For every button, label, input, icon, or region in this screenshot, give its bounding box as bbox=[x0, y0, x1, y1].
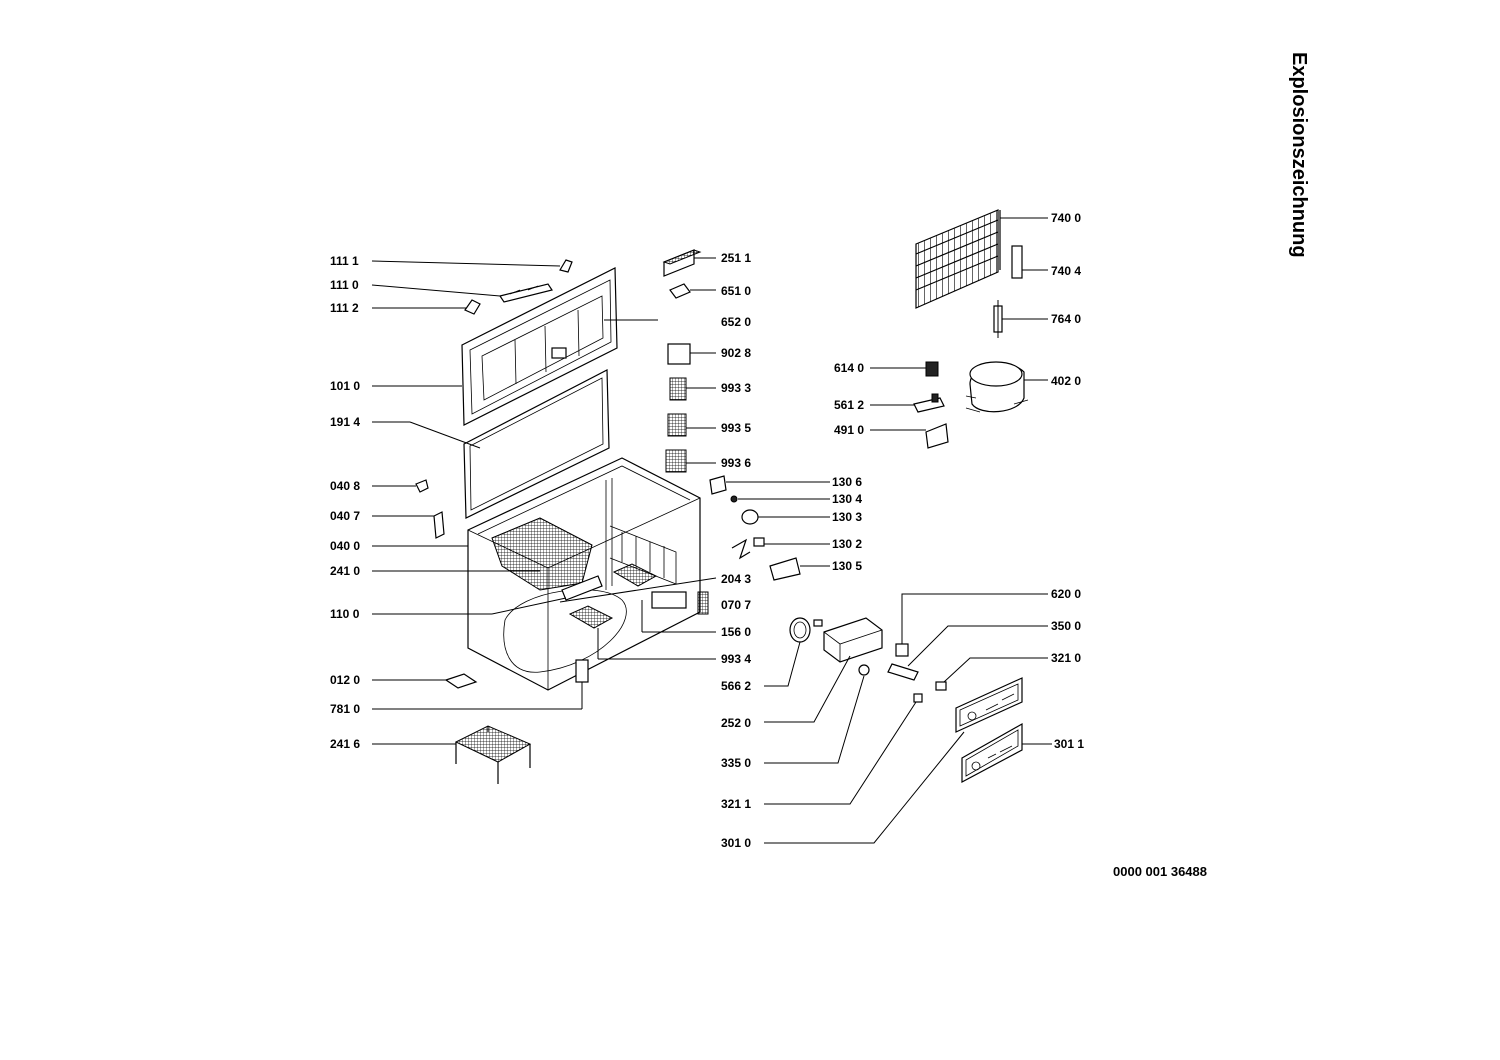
label-9933: 993 3 bbox=[721, 381, 751, 395]
label-7640: 764 0 bbox=[1051, 312, 1081, 326]
document-number: 0000 001 36488 bbox=[1113, 864, 1207, 879]
label-0400: 040 0 bbox=[330, 539, 360, 553]
part-7810 bbox=[372, 659, 589, 710]
lid-part-1010 bbox=[372, 267, 658, 426]
part-5612 bbox=[870, 393, 945, 413]
drier-part-7640 bbox=[993, 300, 1048, 338]
part-3211 bbox=[764, 693, 923, 805]
clip-part-0408 bbox=[372, 479, 429, 493]
part-number-labels: 111 1 111 0 111 2 101 0 191 4 040 8 040 … bbox=[330, 211, 1084, 850]
vent-part-0707 bbox=[651, 591, 709, 615]
hinge-bar-part-1110 bbox=[371, 283, 553, 303]
part-5662 bbox=[764, 617, 823, 687]
label-1305: 130 5 bbox=[832, 559, 862, 573]
label-2511: 251 1 bbox=[721, 251, 751, 265]
label-3011: 301 1 bbox=[1054, 737, 1084, 751]
part-1302 bbox=[731, 537, 830, 560]
part-9933 bbox=[669, 377, 716, 401]
gasket-part-1914 bbox=[372, 369, 610, 519]
label-1010: 101 0 bbox=[330, 379, 360, 393]
label-1111: 111 1 bbox=[330, 254, 359, 268]
drawing-title: Explosionszeichnung bbox=[1288, 52, 1310, 258]
label-0120: 012 0 bbox=[330, 673, 360, 687]
part-3210 bbox=[935, 657, 1048, 691]
label-5612: 561 2 bbox=[834, 398, 864, 412]
label-1100: 110 0 bbox=[330, 607, 360, 621]
label-2416: 241 6 bbox=[330, 737, 360, 751]
label-1560: 156 0 bbox=[721, 625, 751, 639]
part-1305 bbox=[769, 557, 830, 581]
label-9028: 902 8 bbox=[721, 346, 751, 360]
label-6200: 620 0 bbox=[1051, 587, 1081, 601]
label-3500: 350 0 bbox=[1051, 619, 1081, 633]
label-6520: 652 0 bbox=[721, 315, 751, 329]
part-9028 bbox=[667, 343, 716, 365]
label-2043: 204 3 bbox=[721, 572, 751, 586]
part-3500 bbox=[887, 625, 1048, 681]
part-2043 bbox=[559, 563, 717, 603]
part-6200 bbox=[895, 593, 1048, 657]
label-7400: 740 0 bbox=[1051, 211, 1081, 225]
label-7810: 781 0 bbox=[330, 702, 360, 716]
control-panel-part-3011 bbox=[961, 722, 1052, 783]
label-1110: 111 0 bbox=[330, 278, 359, 292]
part-1306 bbox=[709, 475, 830, 495]
part-9936 bbox=[665, 449, 716, 473]
label-0408: 040 8 bbox=[330, 479, 360, 493]
hinge-part-1111 bbox=[371, 259, 573, 273]
label-0407: 040 7 bbox=[330, 509, 360, 523]
part-1304 bbox=[730, 495, 830, 503]
label-1302: 130 2 bbox=[832, 537, 862, 551]
part-1100 bbox=[372, 575, 603, 615]
part-3350 bbox=[764, 664, 870, 764]
part-7404 bbox=[1011, 245, 1048, 279]
rack-part-2416 bbox=[372, 725, 532, 784]
part-2520 bbox=[764, 617, 883, 723]
label-1306: 130 6 bbox=[832, 475, 862, 489]
label-0707: 070 7 bbox=[721, 598, 751, 612]
part-0120 bbox=[372, 673, 478, 689]
label-1304: 130 4 bbox=[832, 492, 862, 506]
label-3010: 301 0 bbox=[721, 836, 751, 850]
label-5662: 566 2 bbox=[721, 679, 751, 693]
label-2410: 241 0 bbox=[330, 564, 360, 578]
label-7404: 740 4 bbox=[1051, 264, 1081, 278]
hinge-part-1112 bbox=[372, 299, 481, 315]
part-1560 bbox=[641, 600, 716, 633]
control-panel-part-3010 bbox=[764, 677, 1023, 844]
part-2511 bbox=[662, 249, 716, 277]
label-3350: 335 0 bbox=[721, 756, 751, 770]
part-6510 bbox=[669, 283, 716, 299]
condenser-part-7400 bbox=[915, 209, 1048, 309]
part-9935 bbox=[667, 413, 716, 437]
label-9934: 993 4 bbox=[721, 652, 751, 666]
bracket-part-0407 bbox=[372, 511, 445, 539]
label-1112: 111 2 bbox=[330, 301, 359, 315]
label-6510: 651 0 bbox=[721, 284, 751, 298]
label-3211: 321 1 bbox=[721, 797, 751, 811]
label-9936: 993 6 bbox=[721, 456, 751, 470]
label-4910: 491 0 bbox=[834, 423, 864, 437]
label-6140: 614 0 bbox=[834, 361, 864, 375]
label-1303: 130 3 bbox=[832, 510, 862, 524]
label-9935: 993 5 bbox=[721, 421, 751, 435]
label-2520: 252 0 bbox=[721, 716, 751, 730]
label-1914: 191 4 bbox=[330, 415, 360, 429]
part-4910 bbox=[870, 423, 949, 449]
label-3210: 321 0 bbox=[1051, 651, 1081, 665]
part-6140 bbox=[870, 361, 939, 377]
label-4020: 402 0 bbox=[1051, 374, 1081, 388]
part-1303 bbox=[741, 509, 830, 525]
part-9934 bbox=[568, 605, 716, 660]
compressor-part-4020 bbox=[965, 361, 1048, 413]
